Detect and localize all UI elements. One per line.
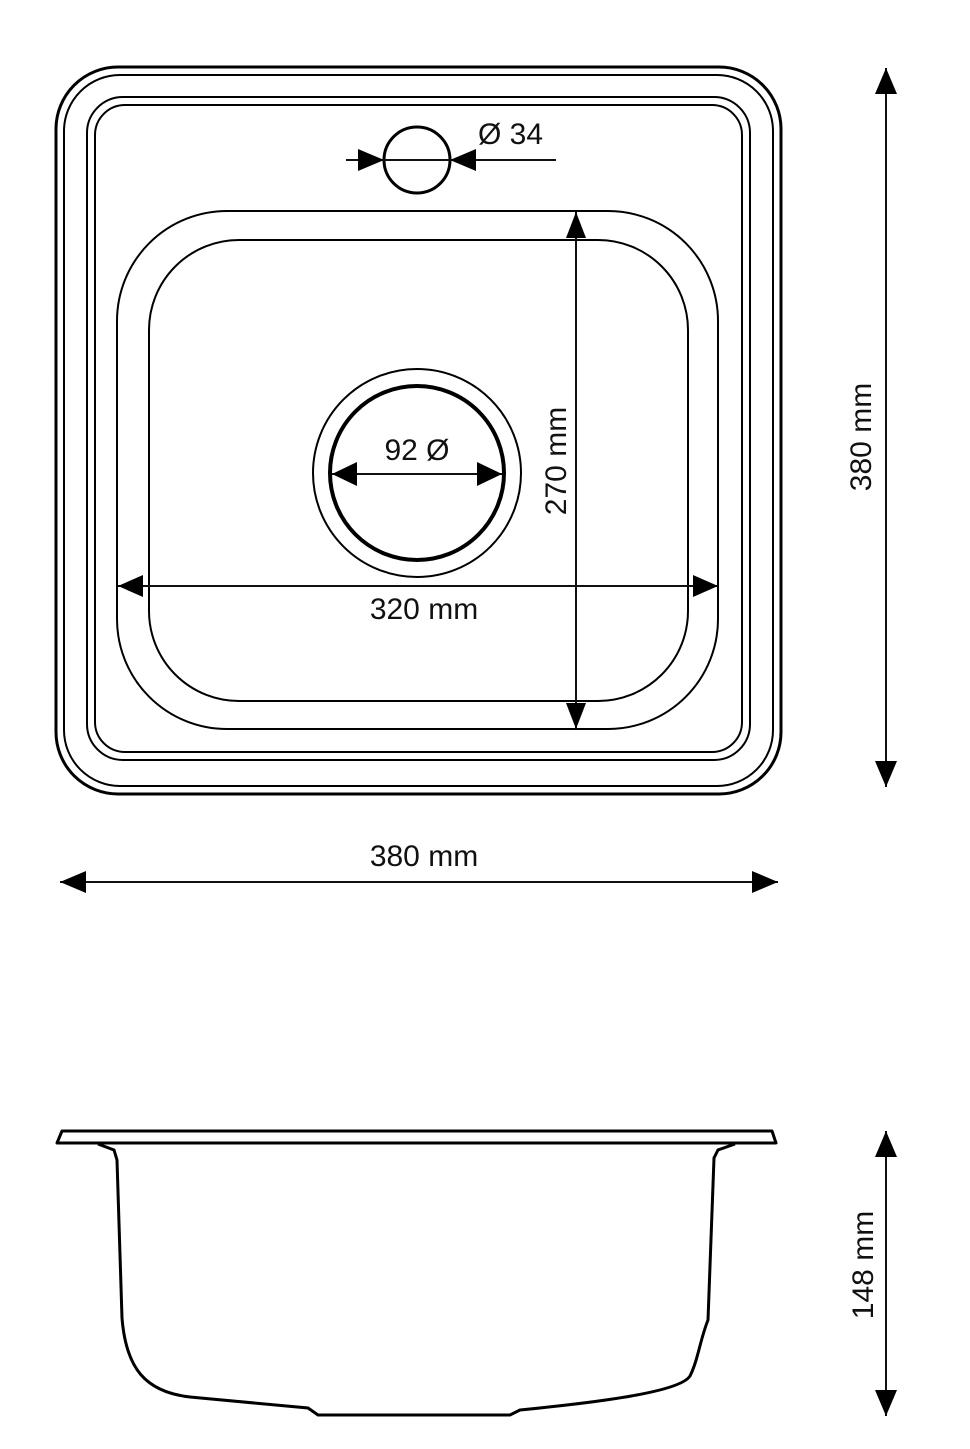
drain-arrow-left-icon	[332, 462, 357, 486]
bowl-length-arrow-up-icon	[566, 212, 586, 238]
drain-hole	[328, 384, 506, 562]
height-arrow-up-icon	[875, 1131, 897, 1157]
bowl-length-label: 270 mm	[540, 407, 573, 515]
overall-width-arrow-left-icon	[60, 871, 86, 893]
tap-hole-label: Ø 34	[478, 118, 543, 151]
bowl-profile	[97, 1142, 736, 1417]
overall-width-arrow-right-icon	[752, 871, 778, 893]
height-arrow-down-icon	[875, 1390, 897, 1416]
outer-rim-outline	[54, 65, 783, 796]
outer-rim-inner-outline	[63, 74, 774, 787]
bowl-inner-outline	[148, 239, 689, 702]
drain-hole-label: 92 Ø	[384, 434, 449, 467]
bowl-width-arrow-left-icon	[118, 575, 143, 597]
overall-depth-label: 380 mm	[845, 383, 878, 491]
flange-profile	[55, 1129, 778, 1145]
height-label: 148 mm	[847, 1211, 880, 1319]
bowl-length-arrow-down-icon	[566, 703, 586, 729]
tap-hole-arrow-left-icon	[358, 149, 384, 171]
overall-width-label: 380 mm	[370, 840, 478, 873]
deck-inner-outline	[94, 104, 743, 753]
bowl-width-label: 320 mm	[370, 593, 478, 626]
overall-depth-arrow-down-icon	[875, 761, 897, 787]
side-view: 148 mm	[55, 1129, 897, 1417]
bowl-width-arrow-right-icon	[693, 575, 718, 597]
top-view: Ø 34 92 Ø 320 mm 270 mm 380 mm 380 mm	[54, 65, 897, 893]
overall-depth-arrow-up-icon	[875, 68, 897, 94]
tap-hole-arrow-right-icon	[450, 149, 476, 171]
deck-outline	[86, 96, 751, 761]
drain-arrow-right-icon	[477, 462, 502, 486]
drain-flange	[312, 368, 522, 578]
bowl-outer-outline	[116, 210, 719, 730]
